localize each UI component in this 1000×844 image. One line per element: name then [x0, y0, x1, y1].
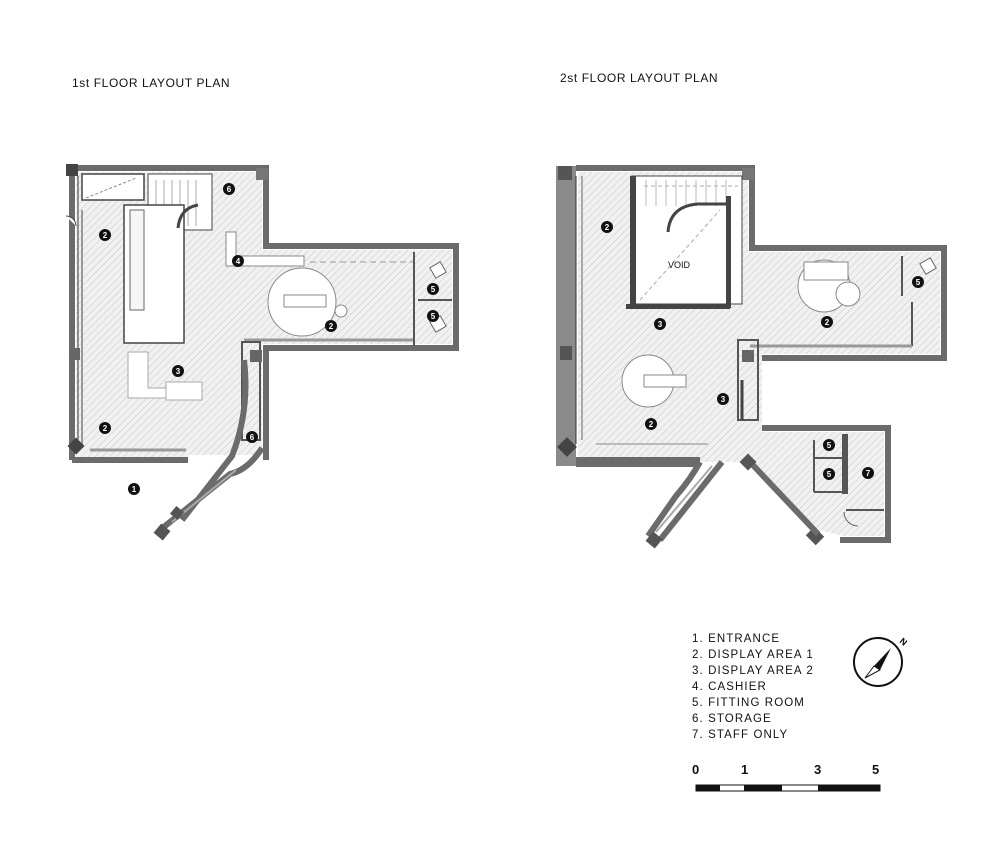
floor2-title: 2st FLOOR LAYOUT PLAN — [560, 71, 719, 85]
legend-item: 6. STORAGE — [692, 713, 772, 725]
floor2-plan: VOID — [556, 165, 947, 549]
floor2-round-display-top — [797, 259, 861, 313]
marker-f2-7: 7 — [862, 467, 874, 479]
svg-text:1: 1 — [132, 485, 137, 494]
svg-text:3: 3 — [721, 395, 726, 404]
legend-item: 4. CASHIER — [692, 681, 767, 693]
marker-f1-4: 4 — [232, 255, 244, 267]
marker-f1-5b: 5 — [427, 310, 439, 322]
svg-text:2: 2 — [329, 322, 334, 331]
scale-label-3: 3 — [814, 762, 822, 777]
legend-item: 5. FITTING ROOM — [692, 697, 805, 709]
floor2-void-stairs: VOID — [626, 175, 743, 309]
marker-f1-2b: 2 — [325, 320, 337, 332]
scale-label-5: 5 — [872, 762, 880, 777]
marker-f1-5a: 5 — [427, 283, 439, 295]
floor1-display3 — [127, 351, 203, 401]
legend: 1. ENTRANCE 2. DISPLAY AREA 1 3. DISPLAY… — [692, 631, 814, 743]
scale-bar — [695, 784, 881, 792]
marker-f2-2c: 2 — [645, 418, 657, 430]
marker-f2-3a: 3 — [654, 318, 666, 330]
marker-f2-5b: 5 — [823, 439, 835, 451]
legend-item: 7. STAFF ONLY — [692, 729, 789, 741]
svg-text:6: 6 — [250, 433, 255, 442]
svg-text:2: 2 — [605, 223, 610, 232]
scale-label-1: 1 — [741, 762, 749, 777]
legend-item: 3. DISPLAY AREA 2 — [692, 665, 814, 677]
marker-f2-5c: 5 — [823, 468, 835, 480]
floor2-entrance-corridor — [645, 453, 821, 549]
compass-north-label: N — [898, 636, 909, 648]
legend-item: 2. DISPLAY AREA 1 — [692, 649, 814, 661]
svg-text:2: 2 — [103, 424, 108, 433]
legend-item: 1. ENTRANCE — [692, 633, 781, 645]
svg-text:7: 7 — [866, 469, 871, 478]
marker-f2-3b: 3 — [717, 393, 729, 405]
marker-f1-2a: 2 — [99, 229, 111, 241]
marker-f2-2a: 2 — [601, 221, 613, 233]
svg-text:2: 2 — [649, 420, 654, 429]
scale-label-0: 0 — [692, 762, 700, 777]
marker-f2-2b: 2 — [821, 316, 833, 328]
svg-text:6: 6 — [227, 185, 232, 194]
marker-f1-2c: 2 — [99, 422, 111, 434]
svg-text:2: 2 — [103, 231, 108, 240]
floor2-round-display-bottom — [621, 354, 687, 408]
svg-text:5: 5 — [431, 312, 436, 321]
svg-text:5: 5 — [916, 278, 921, 287]
marker-f1-6b: 6 — [246, 431, 258, 443]
floor1-entrance-corridor — [153, 359, 265, 541]
marker-f2-5a: 5 — [912, 276, 924, 288]
svg-text:5: 5 — [827, 441, 832, 450]
svg-text:5: 5 — [827, 470, 832, 479]
svg-text:4: 4 — [236, 257, 241, 266]
floor1-cashier-counter — [225, 231, 305, 267]
floor1-title: 1st FLOOR LAYOUT PLAN — [72, 76, 231, 90]
svg-text:3: 3 — [176, 367, 181, 376]
svg-text:5: 5 — [431, 285, 436, 294]
marker-f1-6a: 6 — [223, 183, 235, 195]
floor2-fitting-and-staff — [813, 434, 884, 527]
floor2-outer-wall — [576, 165, 947, 361]
compass-icon: N — [853, 636, 909, 687]
svg-text:3: 3 — [658, 320, 663, 329]
floor1-plan: 1 2 2 2 3 4 5 5 6 6 — [65, 164, 459, 541]
floor2-left-wall — [556, 166, 576, 466]
marker-f1-3: 3 — [172, 365, 184, 377]
svg-text:2: 2 — [825, 318, 830, 327]
marker-f1-1: 1 — [128, 483, 140, 495]
void-label: VOID — [668, 260, 691, 270]
